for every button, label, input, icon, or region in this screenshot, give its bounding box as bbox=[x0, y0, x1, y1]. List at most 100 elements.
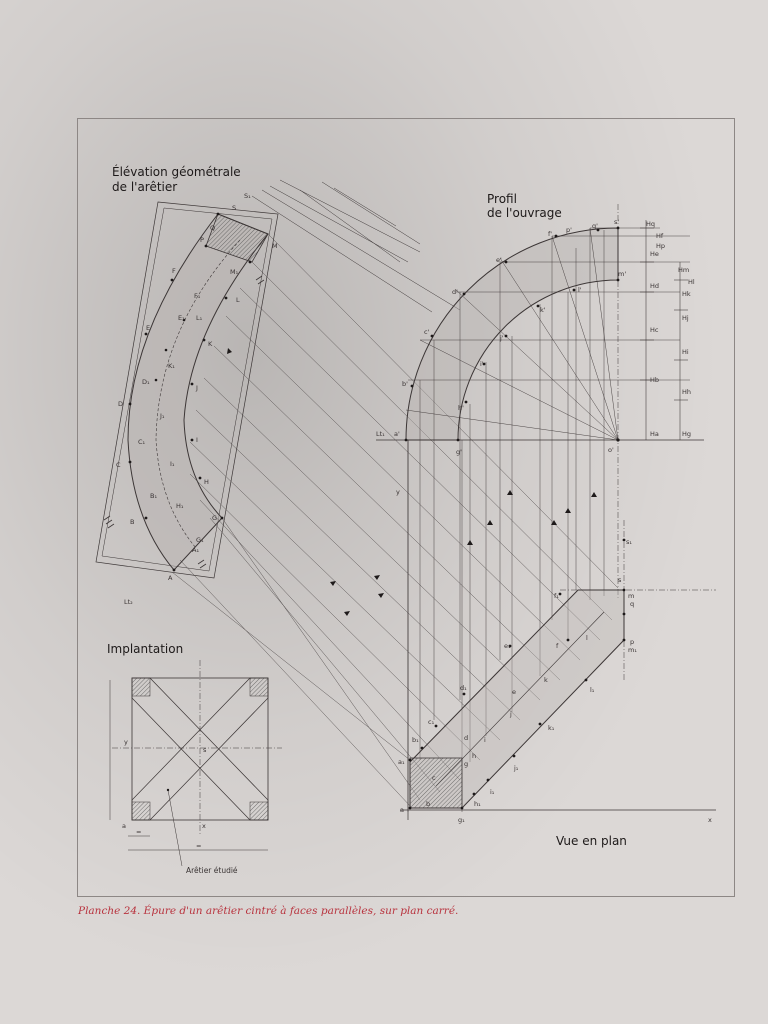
impl-lbl-s: s bbox=[203, 746, 207, 754]
titles: Élévation géométrale de l'arêtier Profil… bbox=[107, 164, 627, 875]
lbl-Hg: Hg bbox=[682, 430, 691, 438]
lbl-p: p bbox=[630, 638, 634, 646]
lbl-i1: i₁ bbox=[490, 788, 495, 796]
lbl-Hb: Hb bbox=[650, 376, 659, 384]
lbl-S: S bbox=[232, 204, 236, 212]
height-scale bbox=[640, 220, 688, 440]
lbl-h-prime: h' bbox=[458, 404, 464, 412]
lbl-P: P bbox=[200, 236, 204, 244]
lbl-p-prime: p' bbox=[566, 226, 572, 234]
profile-title-line1: Profil bbox=[487, 192, 517, 206]
lbl-g-prime: g' bbox=[456, 448, 462, 456]
corner-hatch-br bbox=[249, 801, 269, 821]
lbl-H: H bbox=[204, 478, 209, 486]
lbl-q-prime: q' bbox=[592, 222, 598, 230]
lbl-c1: c₁ bbox=[428, 718, 435, 726]
flow-arrows bbox=[227, 348, 597, 616]
height-labels: Ha Hb Hc Hd He Hf Hg Hh Hi Hj Hk Hl Hm H… bbox=[646, 220, 695, 438]
lbl-Q: Q bbox=[210, 224, 215, 232]
lbl-d: d bbox=[464, 734, 468, 742]
lbl-Hf: Hf bbox=[656, 232, 664, 240]
profile-title-line2: de l'ouvrage bbox=[487, 206, 562, 220]
lbl-I1: I₁ bbox=[170, 460, 175, 468]
lbl-e: e bbox=[512, 688, 516, 696]
lbl-k-prime: k' bbox=[540, 306, 546, 314]
leader-studied-hip bbox=[167, 789, 183, 867]
implantation-view bbox=[109, 660, 282, 867]
lbl-c: c bbox=[432, 774, 436, 782]
lbl-F: F bbox=[172, 267, 176, 275]
plan-view-title: Vue en plan bbox=[556, 834, 627, 848]
lbl-Lt2: Lt₂ bbox=[124, 598, 133, 606]
impl-lbl-eq1: = bbox=[136, 828, 141, 836]
lbl-d1: d₁ bbox=[460, 684, 467, 692]
corner-hatch-bl bbox=[131, 801, 151, 821]
lbl-j: j bbox=[509, 710, 512, 718]
lbl-D1: D₁ bbox=[142, 378, 150, 386]
lbl-A: A bbox=[168, 574, 173, 582]
lbl-A1: A₁ bbox=[192, 546, 199, 554]
lbl-l1: l₁ bbox=[590, 686, 595, 694]
hip-inner-curve bbox=[155, 239, 241, 549]
lbl-L1: L₁ bbox=[196, 314, 203, 322]
profile-points bbox=[404, 226, 620, 442]
lbl-x: x bbox=[708, 816, 712, 824]
lbl-s1: s₁ bbox=[626, 538, 632, 546]
lbl-G: G bbox=[212, 514, 217, 522]
plan-labels: a a₁ b b₁ c c₁ d d₁ e e₁ f f₁ g g₁ h h₁ … bbox=[396, 488, 712, 824]
plate-caption: Planche 24. Épure d'un arêtier cintré à … bbox=[78, 905, 459, 917]
lbl-m-prime: m' bbox=[618, 270, 626, 278]
lbl-Hl: Hl bbox=[688, 278, 695, 286]
lbl-J: J bbox=[195, 384, 198, 392]
impl-lbl-eq2: = bbox=[196, 842, 201, 850]
lbl-d-prime: d' bbox=[452, 288, 458, 296]
corner-hatch-tr bbox=[249, 677, 269, 697]
lbl-j-prime: j' bbox=[499, 334, 504, 342]
lbl-J1: J₁ bbox=[159, 412, 165, 420]
elevation-frame-outer bbox=[95, 201, 279, 579]
elevation-hatch-marks bbox=[103, 275, 265, 569]
lbl-g1: g₁ bbox=[458, 816, 465, 824]
lbl-k1: k₁ bbox=[548, 724, 555, 732]
elevation-title-line2: de l'arêtier bbox=[112, 180, 177, 194]
implantation-labels: y s a x = = bbox=[122, 738, 207, 850]
lbl-f1: f₁ bbox=[554, 592, 559, 600]
lbl-h1: h₁ bbox=[474, 800, 481, 808]
lbl-Hj: Hj bbox=[682, 314, 689, 322]
lbl-l: l bbox=[586, 634, 588, 642]
studied-hip-label: Arêtier étudié bbox=[186, 866, 238, 875]
implantation-title: Implantation bbox=[107, 642, 183, 656]
lbl-Hi: Hi bbox=[682, 348, 689, 356]
lbl-e1: e₁ bbox=[504, 642, 511, 650]
lbl-g: g bbox=[464, 760, 468, 768]
lbl-Lt1: Lt₁ bbox=[376, 430, 385, 438]
lbl-Hq: Hq bbox=[646, 220, 655, 228]
lbl-S1: S₁ bbox=[244, 192, 251, 200]
lbl-b: b bbox=[426, 800, 430, 808]
lbl-K1: K₁ bbox=[168, 362, 175, 370]
lbl-b1: b₁ bbox=[412, 736, 419, 744]
lbl-E: E bbox=[146, 324, 150, 332]
elevation-points bbox=[128, 212, 252, 572]
lbl-C1: C₁ bbox=[138, 438, 146, 446]
profile-labels: a' b' c' d' e' f' p' q' s' g' h' i' j' k… bbox=[376, 218, 626, 456]
lbl-h: h bbox=[472, 752, 476, 760]
lbl-D: D bbox=[118, 400, 123, 408]
lbl-s-prime: s' bbox=[614, 218, 619, 226]
lbl-l-prime: l' bbox=[578, 286, 582, 294]
lbl-Hc: Hc bbox=[650, 326, 659, 334]
height-lines bbox=[251, 179, 461, 313]
lbl-i: i bbox=[484, 736, 486, 744]
lbl-s: s bbox=[618, 576, 622, 584]
lbl-K: K bbox=[208, 340, 213, 348]
drawing-frame bbox=[77, 118, 735, 897]
lbl-Hp: Hp bbox=[656, 242, 665, 250]
lbl-b-prime: b' bbox=[402, 380, 408, 388]
elevation-frame-inner bbox=[101, 207, 273, 572]
leader-dot bbox=[166, 788, 170, 792]
impl-lbl-a: a bbox=[122, 822, 126, 830]
profile-radii bbox=[405, 227, 619, 441]
lbl-c-prime: c' bbox=[424, 328, 430, 336]
